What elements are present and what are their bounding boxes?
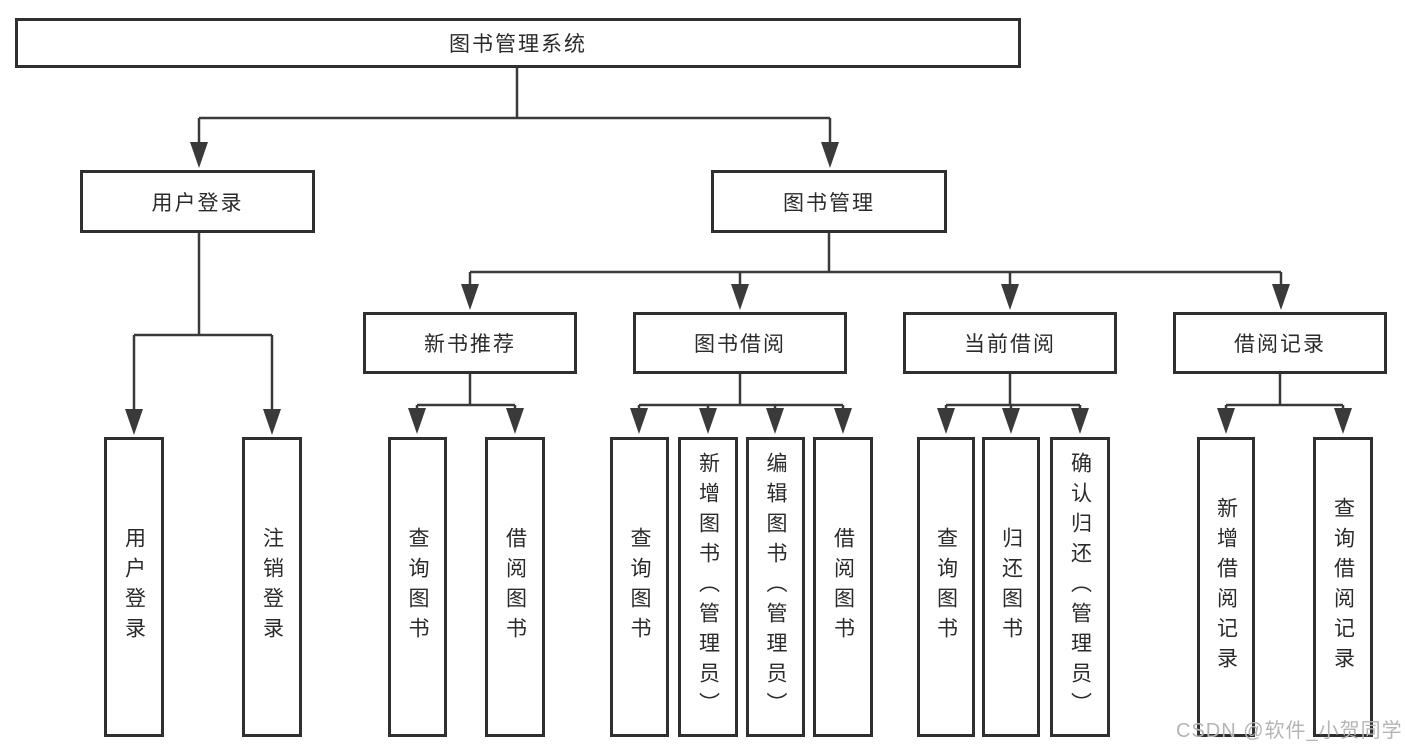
- node-book-borrowing: 图书借阅: [633, 312, 847, 374]
- node-borrowing-records: 借阅记录: [1173, 312, 1387, 374]
- node-label: 查询图书: [628, 527, 652, 647]
- node-label: 新书推荐: [424, 333, 516, 356]
- leaf-borrow-books: 借阅图书: [813, 437, 873, 737]
- leaf-logout: 注销登录: [242, 437, 302, 737]
- node-label: 新增图书（管理员）: [696, 452, 720, 722]
- node-label: 当前借阅: [964, 333, 1056, 356]
- node-user-login: 用户登录: [80, 170, 315, 233]
- node-label: 借阅记录: [1234, 333, 1326, 356]
- leaf-query-books-recommend: 查询图书: [388, 437, 447, 737]
- leaf-edit-books-admin: 编辑图书（管理员）: [746, 437, 805, 737]
- node-book-management: 图书管理: [711, 170, 947, 233]
- node-label: 新增借阅记录: [1214, 497, 1238, 677]
- node-label: 查询借阅记录: [1331, 497, 1355, 677]
- node-current-borrowing: 当前借阅: [903, 312, 1117, 374]
- node-label: 借阅图书: [503, 527, 527, 647]
- node-label: 图书管理系统: [449, 33, 587, 56]
- node-label: 归还图书: [999, 527, 1023, 647]
- leaf-add-borrow-record: 新增借阅记录: [1197, 437, 1255, 737]
- node-label: 注销登录: [260, 527, 284, 647]
- leaf-borrow-books-recommend: 借阅图书: [485, 437, 545, 737]
- leaf-return-books: 归还图书: [982, 437, 1040, 737]
- node-label: 图书管理: [783, 191, 875, 215]
- arrowheads: [125, 142, 1352, 435]
- node-label: 编辑图书（管理员）: [764, 452, 788, 722]
- leaf-query-books-current: 查询图书: [917, 437, 975, 737]
- node-new-book-recommend: 新书推荐: [363, 312, 577, 374]
- leaf-confirm-return-admin: 确认归还（管理员）: [1050, 437, 1110, 737]
- node-root-library-system: 图书管理系统: [15, 18, 1021, 68]
- leaf-query-borrow-record: 查询借阅记录: [1313, 437, 1373, 737]
- csdn-watermark: CSDN @软件_小贺同学: [1176, 720, 1403, 742]
- leaf-user-login: 用户登录: [104, 437, 164, 737]
- leaf-query-books-borrow: 查询图书: [610, 437, 669, 737]
- node-label: 图书借阅: [694, 333, 786, 356]
- node-label: 查询图书: [406, 527, 430, 647]
- node-label: 借阅图书: [831, 527, 855, 647]
- leaf-add-books-admin: 新增图书（管理员）: [678, 437, 738, 737]
- node-label: 用户登录: [122, 527, 146, 647]
- node-label: 用户登录: [151, 191, 244, 215]
- node-label: 确认归还（管理员）: [1068, 452, 1092, 722]
- node-label: 查询图书: [934, 527, 958, 647]
